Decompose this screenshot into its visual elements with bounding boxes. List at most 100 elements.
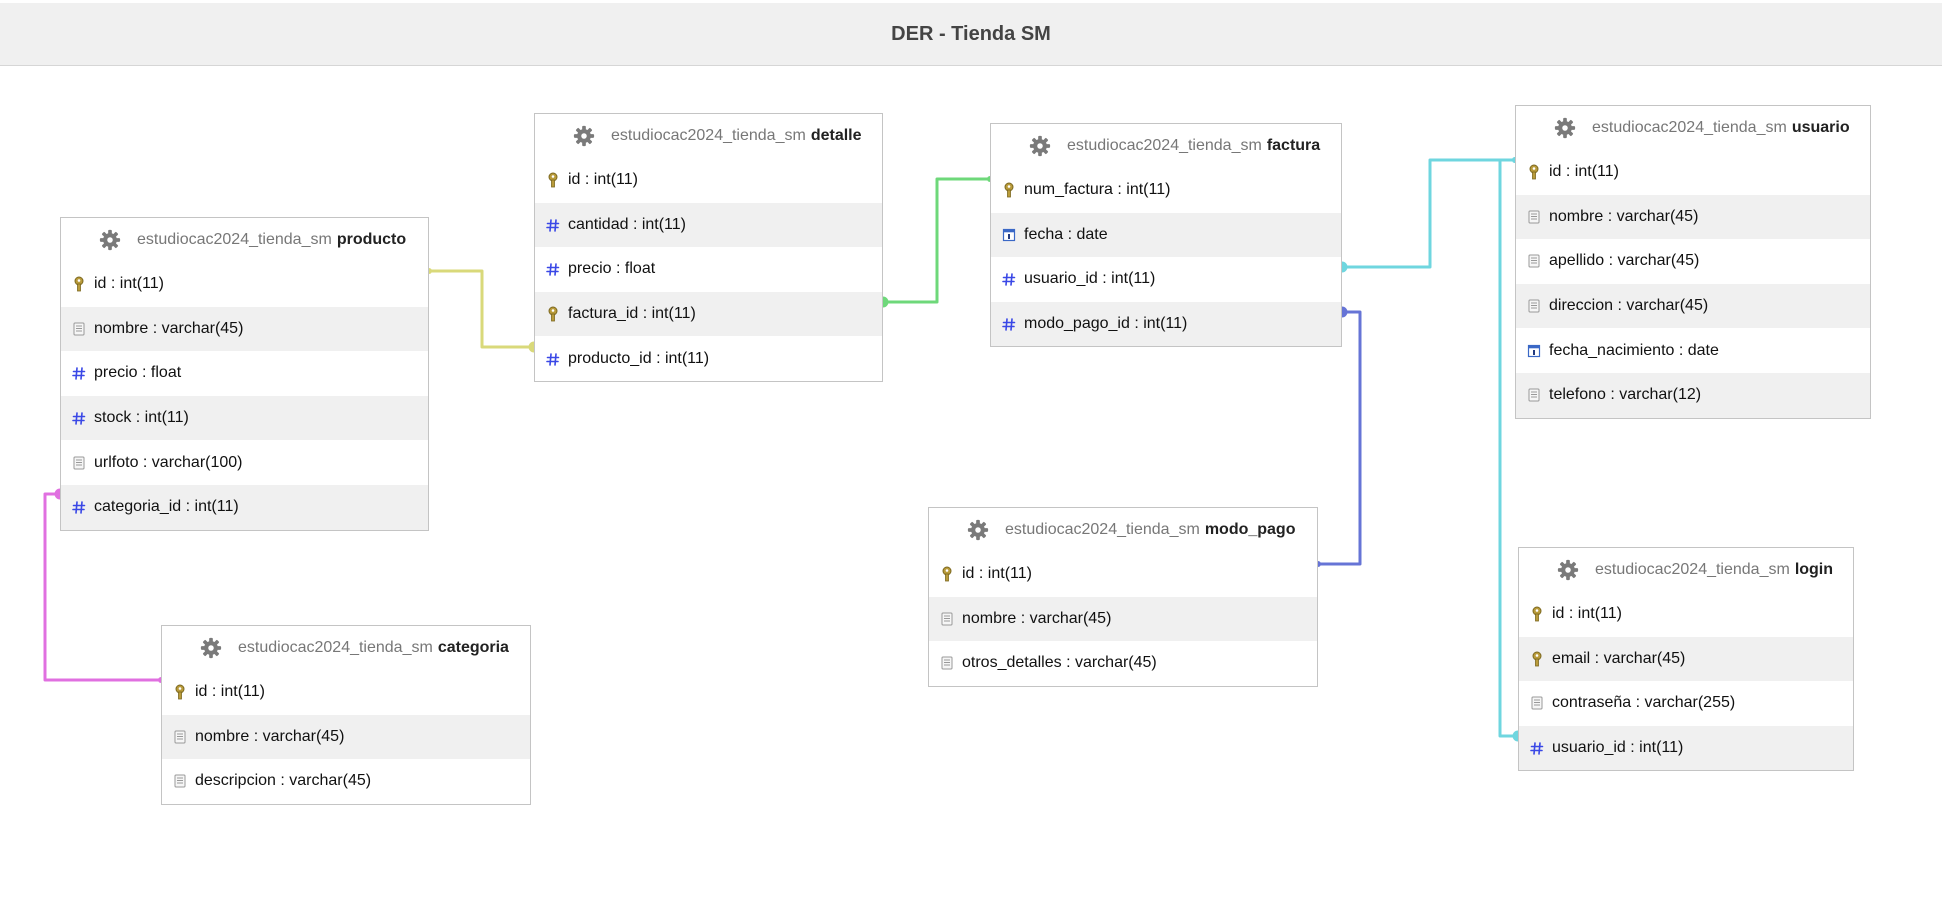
column-label: precio : float — [94, 364, 182, 382]
text-icon — [1527, 298, 1549, 314]
diagram-header: DER - Tienda SM — [0, 3, 1942, 66]
relation-producto-detalle[interactable] — [426, 268, 540, 353]
relation-line[interactable] — [1342, 158, 1515, 269]
column-row[interactable]: id : int(11) — [61, 262, 428, 307]
column-row[interactable]: precio : float — [535, 247, 882, 292]
column-row[interactable]: categoria_id : int(11) — [61, 484, 428, 530]
gear-icon[interactable] — [1557, 559, 1595, 581]
column-row[interactable]: id : int(11) — [1519, 592, 1853, 637]
column-label: num_factura : int(11) — [1024, 181, 1171, 199]
table-name: producto — [336, 231, 407, 248]
column-row[interactable]: id : int(11) — [162, 670, 530, 715]
column-row[interactable]: id : int(11) — [929, 552, 1317, 597]
column-row[interactable]: producto_id : int(11) — [535, 336, 882, 381]
column-row[interactable]: telefono : varchar(12) — [1516, 372, 1870, 418]
column-row[interactable]: urlfoto : varchar(100) — [61, 440, 428, 485]
column-row[interactable]: usuario_id : int(11) — [1519, 725, 1853, 771]
column-row[interactable]: num_factura : int(11) — [991, 168, 1341, 213]
column-row[interactable]: factura_id : int(11) — [535, 291, 882, 337]
gear-icon[interactable] — [200, 637, 238, 659]
relation-line[interactable] — [43, 492, 161, 682]
key-icon — [72, 276, 94, 292]
gear-icon[interactable] — [967, 519, 1005, 541]
key-icon — [1530, 606, 1552, 622]
column-row[interactable]: apellido : varchar(45) — [1516, 239, 1870, 284]
number-icon — [546, 217, 568, 233]
column-label: producto_id : int(11) — [568, 349, 710, 367]
date-icon — [1002, 227, 1024, 243]
column-label: precio : float — [568, 260, 656, 278]
column-label: usuario_id : int(11) — [1024, 270, 1156, 288]
relation-line[interactable] — [1498, 158, 1518, 738]
relation-line[interactable] — [1318, 310, 1362, 566]
column-row[interactable]: email : varchar(45) — [1519, 636, 1853, 682]
relation-detalle-factura[interactable] — [877, 176, 994, 308]
column-row[interactable]: usuario_id : int(11) — [991, 257, 1341, 302]
column-row[interactable]: id : int(11) — [1516, 150, 1870, 195]
column-row[interactable]: direccion : varchar(45) — [1516, 283, 1870, 329]
text-icon — [1527, 209, 1549, 225]
column-row[interactable]: descripcion : varchar(45) — [162, 759, 530, 804]
column-label: apellido : varchar(45) — [1549, 252, 1700, 270]
gear-icon[interactable] — [573, 125, 611, 147]
column-row[interactable]: id : int(11) — [535, 158, 882, 203]
number-icon — [1002, 271, 1024, 287]
table-name: login — [1794, 561, 1834, 578]
column-label: id : int(11) — [195, 683, 265, 701]
gear-icon[interactable] — [1029, 135, 1067, 157]
column-row[interactable]: contraseña : varchar(255) — [1519, 681, 1853, 726]
column-row[interactable]: nombre : varchar(45) — [162, 714, 530, 760]
column-row[interactable]: modo_pago_id : int(11) — [991, 301, 1341, 347]
column-row[interactable]: cantidad : int(11) — [535, 202, 882, 248]
column-label: id : int(11) — [568, 171, 638, 189]
column-label: fecha_nacimiento : date — [1549, 341, 1719, 359]
column-row[interactable]: nombre : varchar(45) — [929, 596, 1317, 642]
gear-icon[interactable] — [1554, 117, 1592, 139]
column-label: direccion : varchar(45) — [1549, 297, 1709, 315]
text-icon — [1527, 253, 1549, 269]
text-icon — [173, 773, 195, 789]
column-label: nombre : varchar(45) — [94, 319, 244, 337]
key-icon — [940, 566, 962, 582]
number-icon — [1002, 316, 1024, 332]
relation-factura-usuario[interactable] — [1336, 157, 1519, 273]
number-icon — [72, 499, 94, 515]
key-icon — [1527, 164, 1549, 180]
column-label: factura_id : int(11) — [568, 305, 696, 323]
number-icon — [1530, 740, 1552, 756]
relation-line[interactable] — [883, 177, 990, 304]
column-label: telefono : varchar(12) — [1549, 386, 1702, 404]
date-icon — [1527, 343, 1549, 359]
column-label: otros_detalles : varchar(45) — [962, 654, 1157, 672]
column-row[interactable]: precio : float — [61, 351, 428, 396]
table-name: categoria — [437, 639, 509, 656]
gear-icon[interactable] — [99, 229, 137, 251]
column-label: id : int(11) — [962, 565, 1032, 583]
relation-line[interactable] — [429, 269, 534, 349]
column-row[interactable]: nombre : varchar(45) — [61, 306, 428, 352]
column-row[interactable]: otros_detalles : varchar(45) — [929, 641, 1317, 686]
column-row[interactable]: fecha : date — [991, 212, 1341, 258]
column-row[interactable]: nombre : varchar(45) — [1516, 194, 1870, 240]
table-name: usuario — [1791, 119, 1850, 136]
table-schema-name: estudiocac2024_tienda_sm — [137, 231, 332, 248]
diagram-title: DER - Tienda SM — [891, 22, 1051, 45]
column-label: urlfoto : varchar(100) — [94, 453, 243, 471]
column-row[interactable]: stock : int(11) — [61, 395, 428, 441]
column-row[interactable]: fecha_nacimiento : date — [1516, 328, 1870, 373]
